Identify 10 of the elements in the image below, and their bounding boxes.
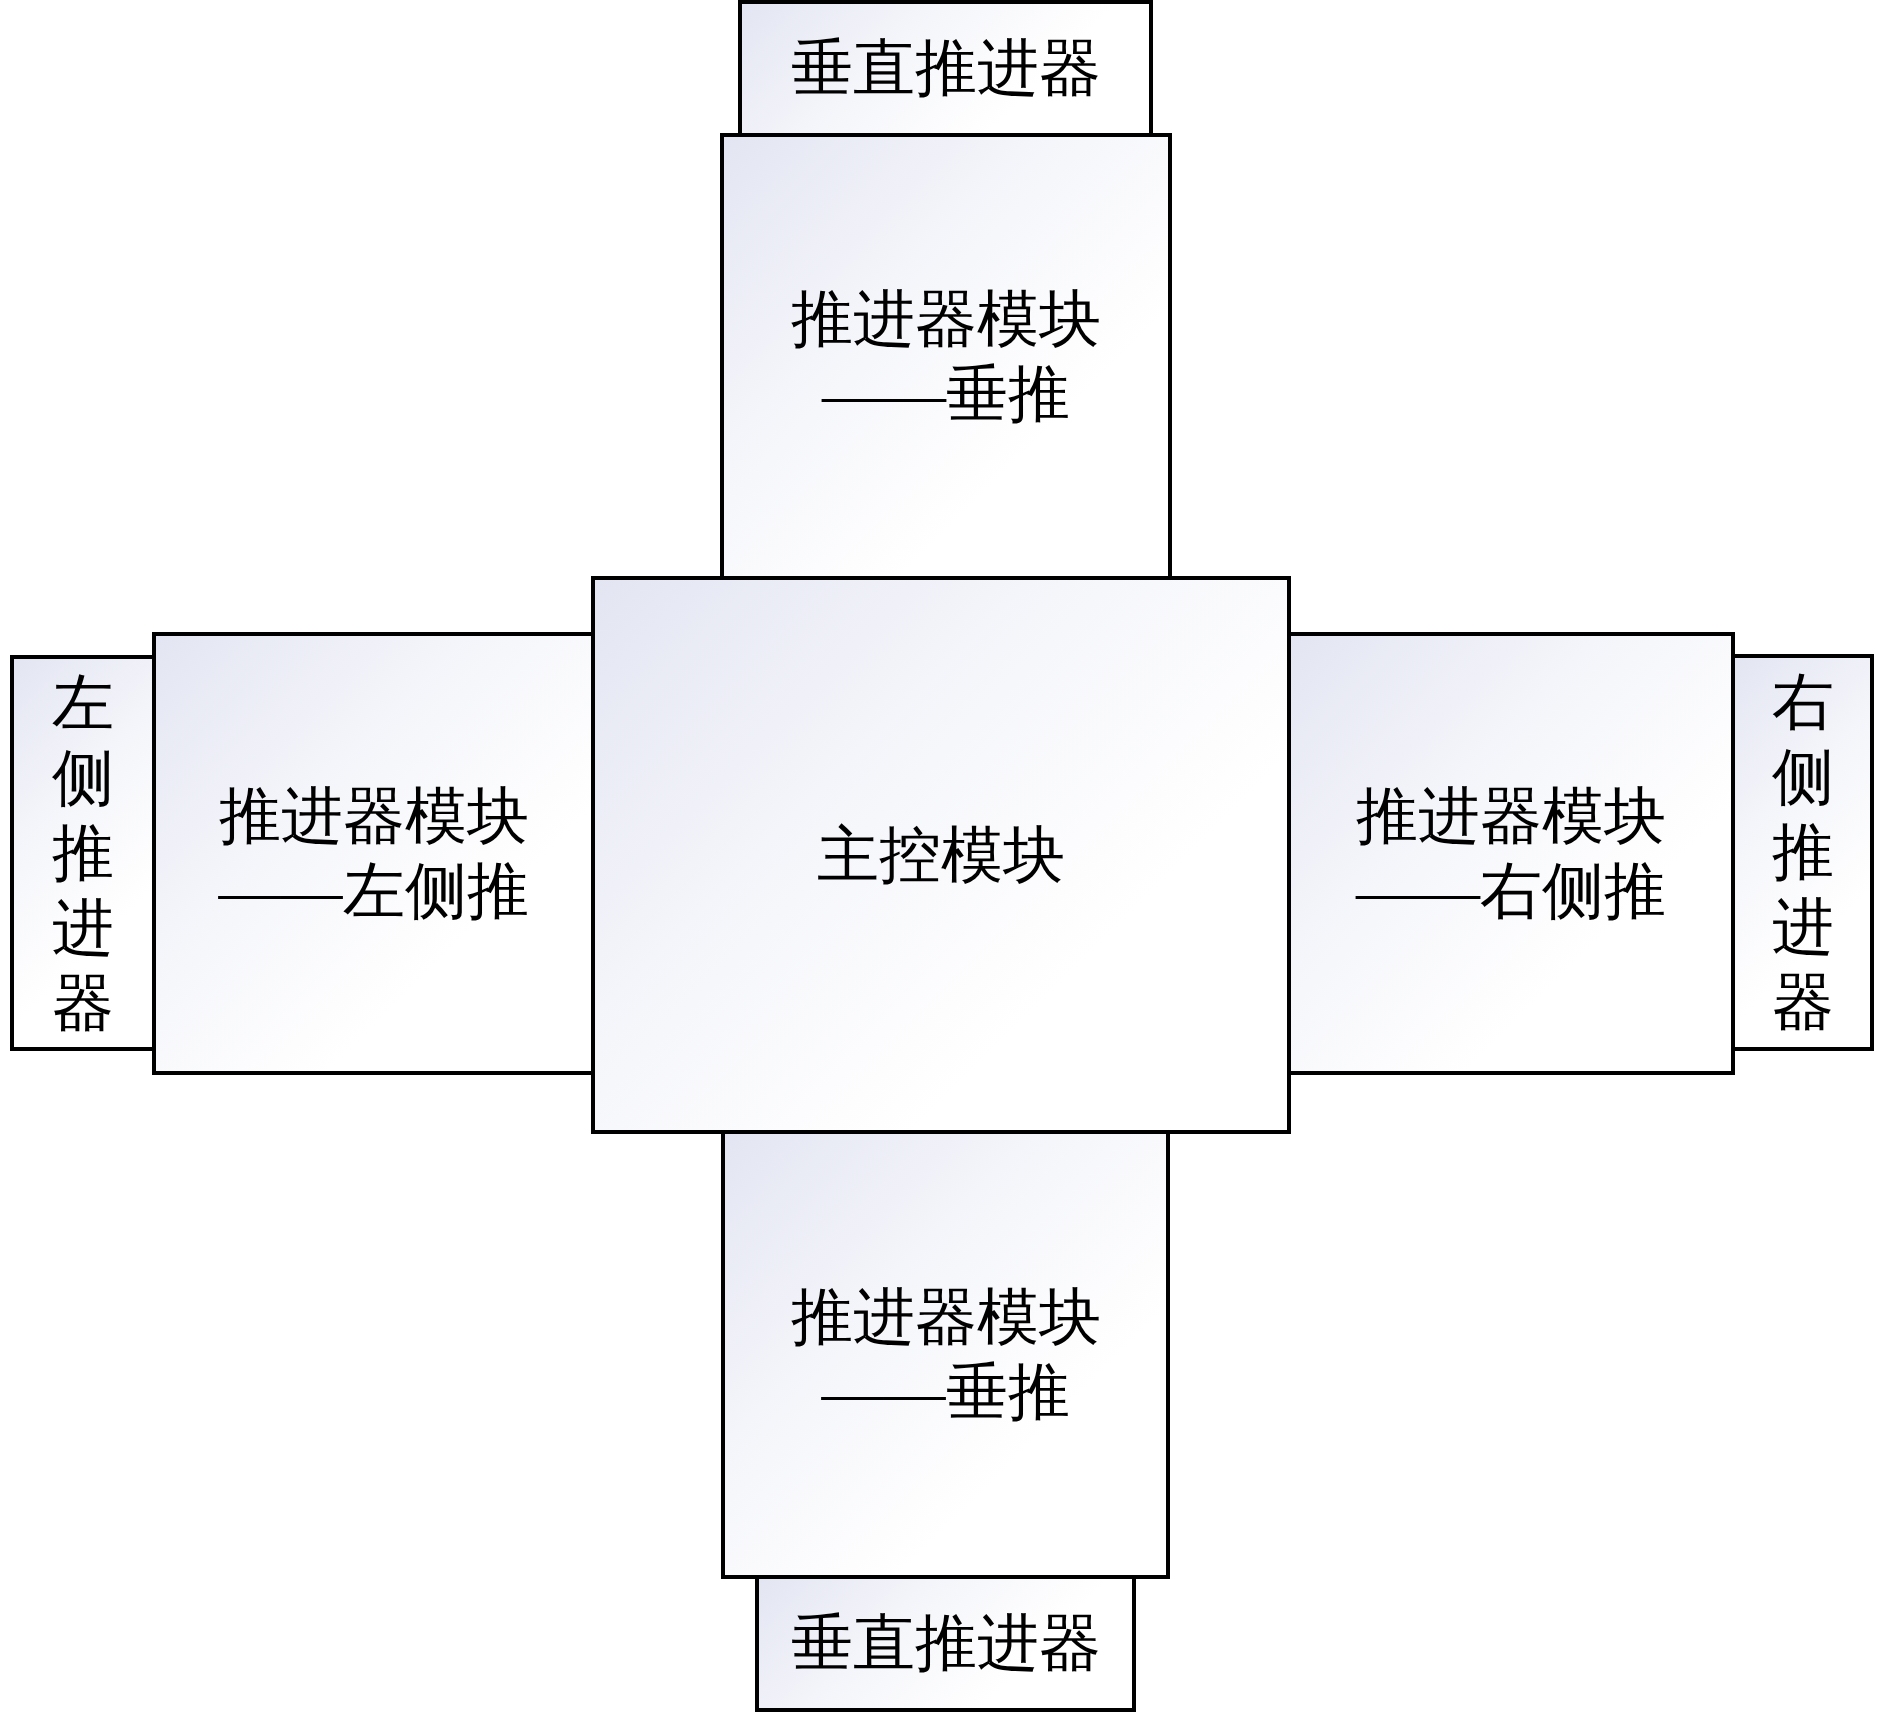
module-label: 推进器模块——左侧推 [217,781,530,927]
module-label: 推进器模块——垂推 [789,1282,1102,1428]
thruster-label: 左侧推进器 [52,667,114,1039]
module-label: 推进器模块——垂推 [790,284,1102,430]
module-label: 推进器模块——右侧推 [1354,781,1667,927]
thruster-label: 垂直推进器 [790,1608,1101,1680]
thruster-label: 垂直推进器 [790,33,1101,105]
control-module-box [591,576,1291,1134]
thruster-label: 右侧推进器 [1771,667,1834,1038]
control-module-label: 主控模块 [817,819,1065,891]
